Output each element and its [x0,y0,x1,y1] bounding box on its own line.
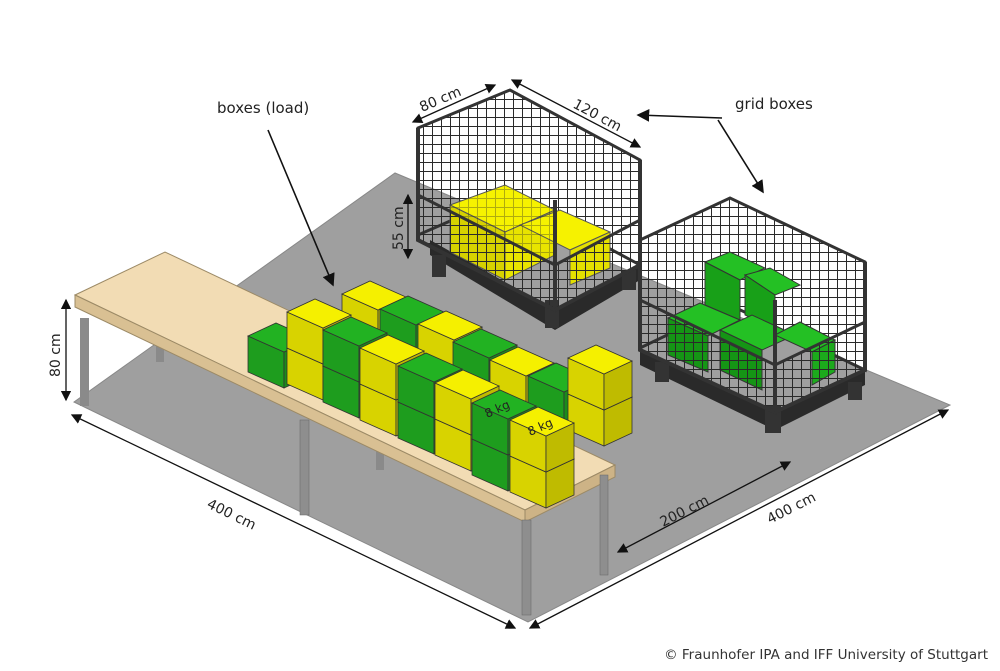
box-back-7 [567,344,633,411]
boxes-load-label: boxes (load) [217,99,309,117]
dimension-lines [60,79,950,629]
grid-height-label: 55 cm [391,206,407,250]
pointer-arrows [267,109,764,287]
floor-left-label: 400 cm [204,496,258,533]
grid-box-back [416,88,642,330]
table-height-label: 80 cm [48,333,64,377]
grid-boxes-label: grid boxes [735,95,813,113]
copyright-credit: © Fraunhofer IPA and IFF University of S… [664,647,988,663]
grid-box-right [638,196,867,433]
